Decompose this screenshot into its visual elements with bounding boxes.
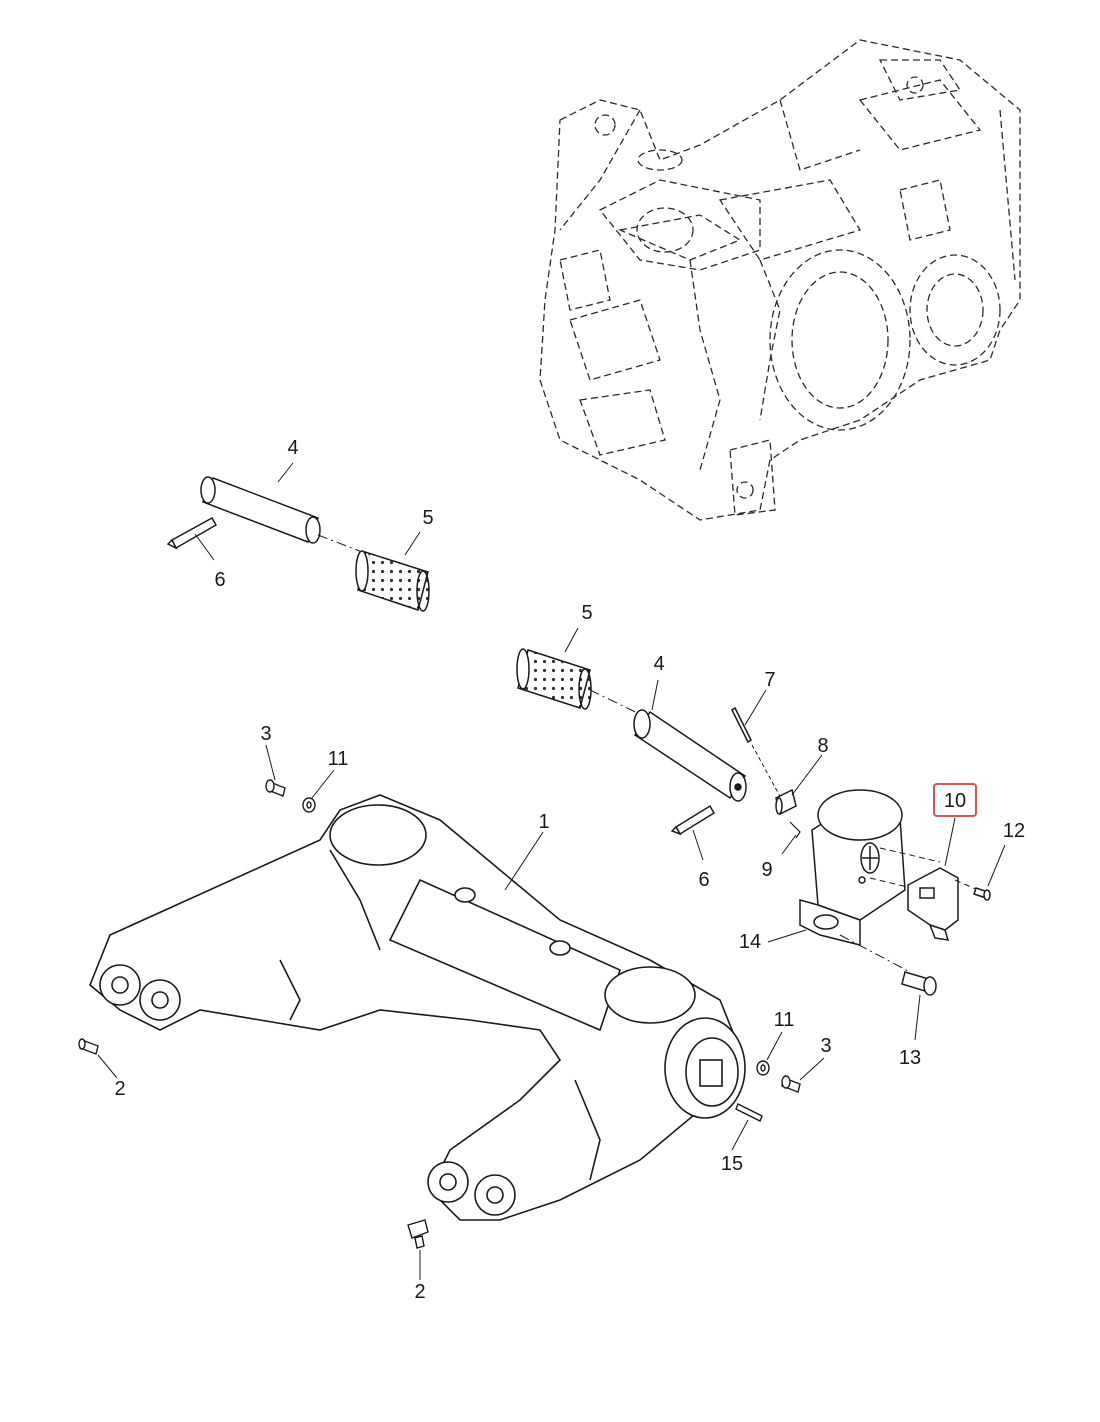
callout-4: 4 — [287, 437, 299, 459]
callout-1: 1 — [538, 811, 550, 833]
bolt-3a — [265, 779, 286, 797]
leader-7 — [744, 689, 767, 726]
leader-5b — [564, 627, 579, 653]
leader-4a — [277, 462, 294, 483]
callout-11: 11 — [773, 1009, 795, 1031]
callout-12: 12 — [1002, 820, 1026, 842]
callout-11: 11 — [327, 748, 349, 770]
callout-7: 7 — [764, 669, 776, 691]
sensor-10 — [907, 867, 959, 941]
callout-13: 13 — [898, 1047, 922, 1069]
clip-9 — [789, 821, 801, 839]
grease-nipple-2a — [78, 1038, 99, 1055]
upper-pin-4 — [200, 476, 321, 544]
nut-11b — [756, 1060, 770, 1076]
leader-11a — [311, 769, 335, 799]
callout-15: 15 — [720, 1153, 744, 1175]
callout-8: 8 — [817, 735, 829, 757]
leader-13 — [914, 994, 921, 1041]
screw-13 — [901, 971, 937, 996]
callout-5: 5 — [581, 602, 593, 624]
lower-bushing-5 — [516, 648, 592, 710]
nut-11a — [302, 797, 316, 813]
callout-3: 3 — [820, 1035, 832, 1057]
callout-14: 14 — [738, 931, 762, 953]
lower-pin-4 — [633, 709, 747, 802]
callout-5: 5 — [422, 507, 434, 529]
transmission-housing — [539, 39, 1021, 521]
leader-12 — [987, 844, 1006, 887]
screw-12-axis — [954, 879, 979, 891]
screw-12 — [973, 887, 991, 901]
callout-6: 6 — [214, 569, 226, 591]
leader-10 — [944, 817, 956, 867]
leader-14 — [767, 929, 807, 943]
screw-13-axis — [839, 934, 911, 973]
leader-3b — [799, 1057, 825, 1081]
leader-1 — [504, 831, 544, 891]
bolt-3b — [781, 1075, 801, 1093]
leader-15 — [731, 1119, 749, 1151]
leader-11b — [766, 1031, 783, 1061]
leader-5a — [404, 531, 421, 556]
leader-4b — [651, 679, 659, 711]
leader-3a — [265, 744, 276, 781]
lower-pin-6 — [670, 804, 716, 836]
leader-2a — [97, 1054, 118, 1079]
callout-6: 6 — [698, 869, 710, 891]
upper-bushing-5 — [355, 550, 430, 612]
roll-pin-15 — [735, 1103, 763, 1122]
pin-axis-line — [751, 744, 783, 801]
grease-nipple-2b — [407, 1219, 429, 1249]
sensor-axis-upper — [879, 847, 941, 863]
callout-3: 3 — [260, 723, 272, 745]
callout-2: 2 — [114, 1078, 126, 1100]
callout-10-highlight-box — [933, 783, 977, 817]
sensor-bracket-14 — [799, 789, 906, 946]
swing-frame-1 — [89, 794, 746, 1221]
collar-8 — [775, 788, 797, 816]
callout-10: 10 — [943, 790, 967, 812]
leader-6a — [194, 533, 215, 561]
callout-2: 2 — [414, 1281, 426, 1303]
split-pin-7 — [731, 706, 752, 744]
leader-8 — [791, 754, 823, 796]
callout-4: 4 — [653, 653, 665, 675]
upper-pin-6 — [166, 516, 218, 550]
leader-9 — [781, 834, 797, 855]
callout-9: 9 — [761, 859, 773, 881]
leader-6b — [692, 829, 704, 861]
